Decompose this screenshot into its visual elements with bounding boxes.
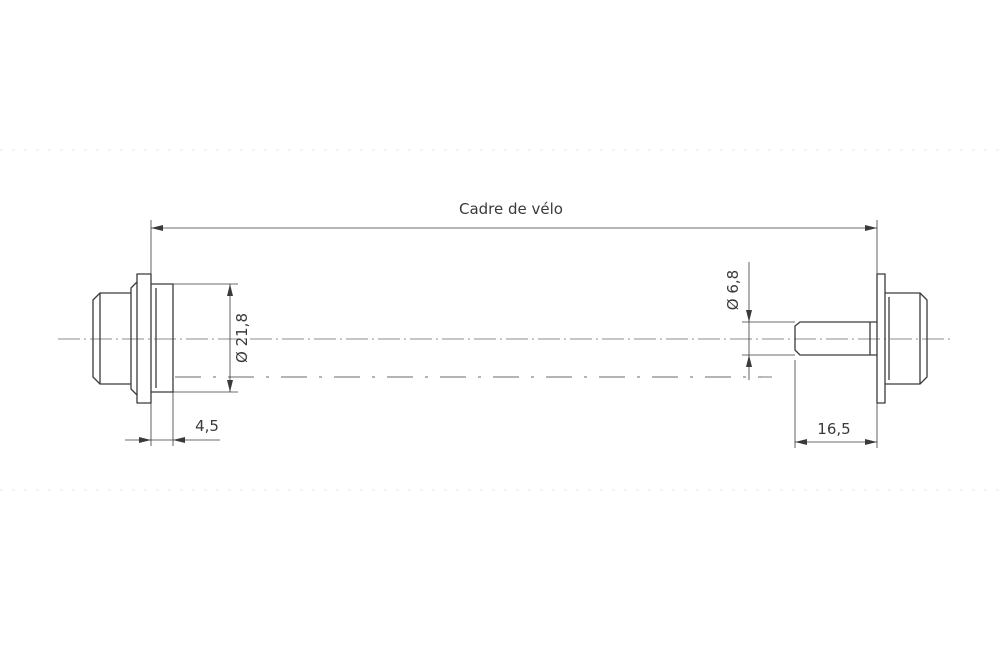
dimension-left-diameter-label: Ø 21,8 xyxy=(233,313,251,363)
left-nut-body xyxy=(92,273,174,404)
dimension-left-thickness: 4,5 xyxy=(125,392,220,446)
left-nut-part xyxy=(92,273,174,404)
dimension-overall-label: Cadre de vélo xyxy=(459,200,563,218)
right-bolt-head xyxy=(876,273,928,404)
dimension-right-diameter: Ø 6,8 xyxy=(724,262,795,380)
dimension-overall: Cadre de vélo xyxy=(150,200,878,274)
dimension-right-length-label: 16,5 xyxy=(817,420,850,438)
dimension-right-length: 16,5 xyxy=(794,360,878,448)
right-bolt-part xyxy=(794,273,928,404)
dimension-right-diameter-label: Ø 6,8 xyxy=(724,270,742,310)
right-bolt-shank xyxy=(794,321,877,356)
dimension-left-thickness-label: 4,5 xyxy=(195,417,219,435)
dimension-left-diameter: Ø 21,8 xyxy=(173,283,251,393)
